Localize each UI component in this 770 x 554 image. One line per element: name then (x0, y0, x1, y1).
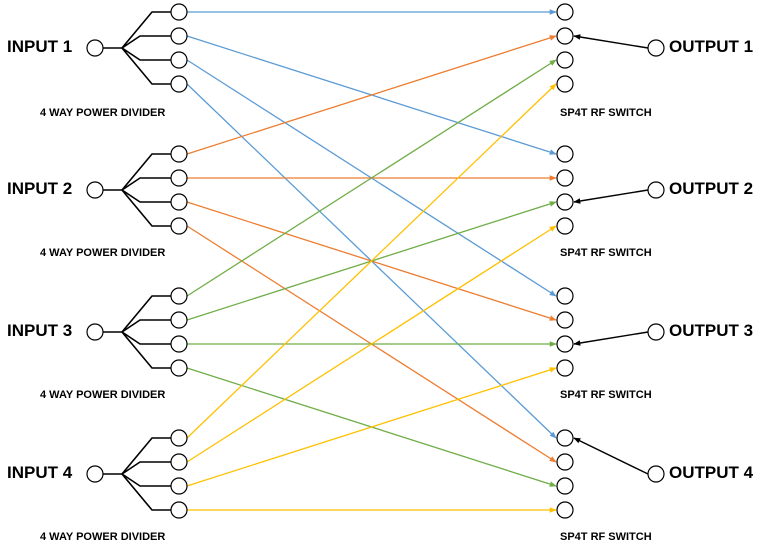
connection-in2p1-out1p2 (186, 35, 557, 155)
output-2-node (647, 181, 665, 199)
divider-1-label: 4 WAY POWER DIVIDER (40, 107, 165, 119)
divider-2-label: 4 WAY POWER DIVIDER (40, 247, 165, 259)
divider-3-branch-3 (121, 331, 171, 345)
switch-2-selector-arrow (573, 189, 649, 204)
divider-3-port-4 (170, 359, 188, 377)
divider-2-port-4 (170, 217, 188, 235)
switch-4-port-1 (556, 429, 574, 447)
divider-1-port-3 (170, 51, 188, 69)
switch-2-port-1 (556, 145, 574, 163)
switch-1-port-2 (556, 27, 574, 45)
divider-4-port-1 (170, 429, 188, 447)
divider-1-branch-4 (121, 47, 171, 85)
divider-4-port-2 (170, 453, 188, 471)
connection-in3p1-out1p3 (186, 59, 557, 297)
input-4-node (86, 465, 104, 483)
divider-1-port-2 (170, 27, 188, 45)
switch-4-port-3 (556, 477, 574, 495)
input-2-label: INPUT 2 (7, 179, 72, 198)
switch-2-port-4 (556, 217, 574, 235)
divider-3-branch-1 (121, 295, 171, 333)
divider-4-port-4 (170, 501, 188, 519)
switch-3-port-4 (556, 359, 574, 377)
switch-2-label: SP4T RF SWITCH (560, 247, 652, 259)
input-2-node (86, 181, 104, 199)
input-3-node (86, 323, 104, 341)
switch-4-label: SP4T RF SWITCH (560, 531, 652, 543)
output-3-node (647, 323, 665, 341)
divider-1-port-4 (170, 75, 188, 93)
divider-1-branch-2 (121, 35, 171, 49)
divider-4-branch-4 (121, 473, 171, 511)
input-1-node (86, 39, 104, 57)
switch-1-port-1 (556, 3, 574, 21)
divider-1-branch-1 (121, 11, 171, 49)
divider-2-branch-2 (121, 177, 171, 191)
divider-2-branch-3 (121, 189, 171, 203)
divider-3-port-3 (170, 335, 188, 353)
switch-4-port-2 (556, 453, 574, 471)
switch-1-label: SP4T RF SWITCH (560, 107, 652, 119)
output-1-node (647, 39, 665, 57)
output-2-label: OUTPUT 2 (669, 179, 753, 198)
switch-3-label: SP4T RF SWITCH (560, 389, 652, 401)
divider-3-branch-4 (121, 331, 171, 369)
divider-2-port-1 (170, 145, 188, 163)
switch-2-port-2 (556, 169, 574, 187)
input-3-label: INPUT 3 (7, 321, 72, 340)
output-1-label: OUTPUT 1 (669, 37, 753, 56)
switch-1-port-4 (556, 75, 574, 93)
divider-4-branch-1 (121, 437, 171, 475)
output-4-label: OUTPUT 4 (669, 463, 754, 482)
connection-in4p2-out2p4 (186, 225, 557, 463)
connection-in4p3-out3p4 (186, 367, 557, 487)
divider-4-branch-2 (121, 461, 171, 475)
switch-3-port-3 (556, 335, 574, 353)
divider-1-port-1 (170, 3, 188, 21)
switch-2-port-3 (556, 193, 574, 211)
connection-in4p1-out1p4 (186, 83, 557, 439)
switch-3-selector-arrow (573, 331, 649, 346)
divider-1-branch-3 (121, 47, 171, 61)
input-1-label: INPUT 1 (7, 37, 72, 56)
divider-3-port-2 (170, 311, 188, 329)
switch-1-port-3 (556, 51, 574, 69)
divider-2-branch-1 (121, 153, 171, 191)
switch-1-selector-arrow (573, 34, 649, 49)
switch-3-port-2 (556, 311, 574, 329)
switch-4-port-4 (556, 501, 574, 519)
divider-2-port-3 (170, 193, 188, 211)
connections-layer (186, 9, 557, 513)
divider-2-branch-4 (121, 189, 171, 227)
divider-3-port-1 (170, 287, 188, 305)
divider-3-label: 4 WAY POWER DIVIDER (40, 389, 165, 401)
divider-4-branch-3 (121, 473, 171, 487)
divider-4-port-3 (170, 477, 188, 495)
input-4-label: INPUT 4 (7, 463, 73, 482)
divider-3-branch-2 (121, 319, 171, 333)
switch-3-port-1 (556, 287, 574, 305)
switch-4-selector-arrow (573, 437, 649, 475)
divider-2-port-2 (170, 169, 188, 187)
structure-layer (86, 3, 665, 519)
output-4-node (647, 465, 665, 483)
output-3-label: OUTPUT 3 (669, 321, 753, 340)
divider-4-label: 4 WAY POWER DIVIDER (40, 531, 165, 543)
